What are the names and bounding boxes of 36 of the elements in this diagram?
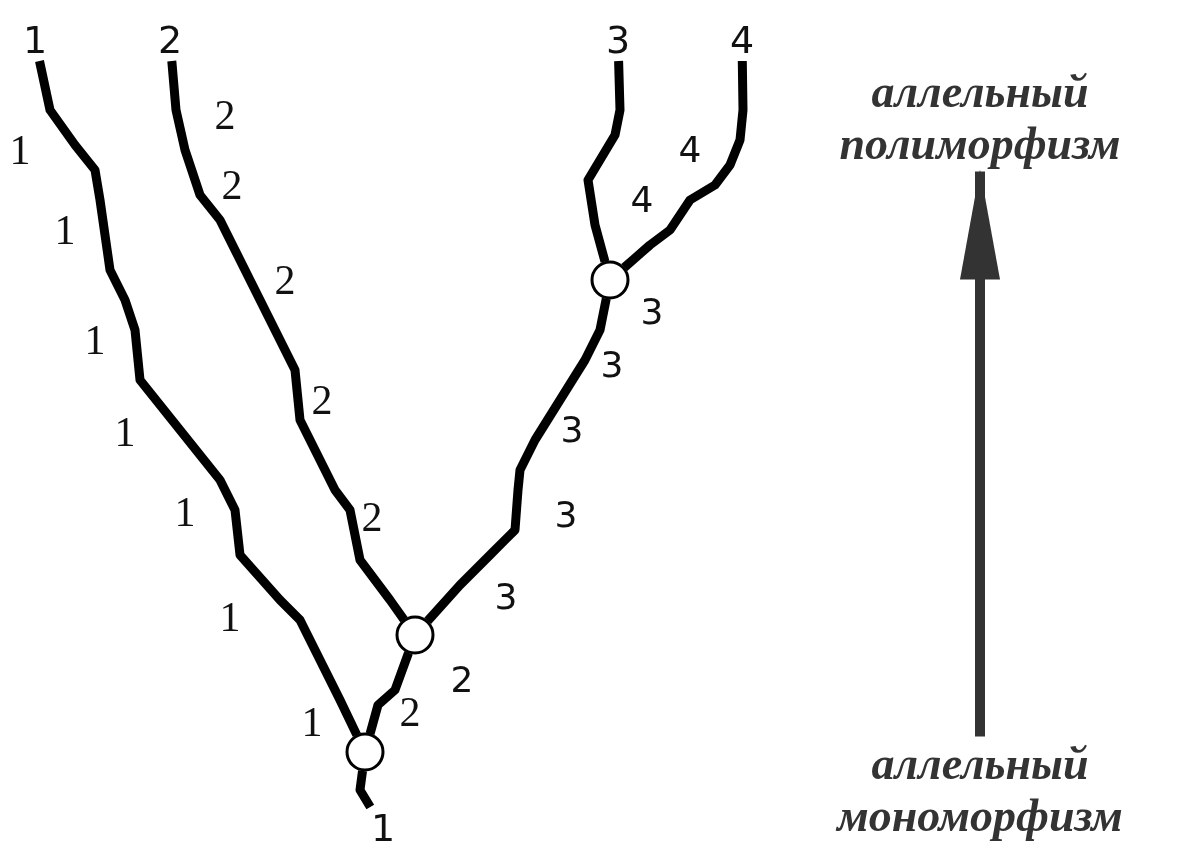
branch-line (583, 60, 625, 263)
branch-number: 1 (84, 319, 106, 361)
arrow (960, 169, 1000, 737)
branch-number: 1 (174, 491, 196, 533)
branch-number: 3 (640, 294, 664, 330)
branch-number: 1 (9, 129, 31, 171)
allele-number: 1 (370, 809, 396, 847)
allele-number: 1 (22, 21, 48, 59)
branch-number: 3 (494, 579, 518, 615)
branch-number: 1 (219, 596, 241, 638)
branch-line (355, 770, 375, 810)
branch-number: 2 (399, 691, 421, 733)
branch-number: 2 (450, 662, 474, 698)
branch-number: 3 (560, 412, 584, 448)
branch-number: 1 (114, 411, 136, 453)
branch-line (167, 60, 408, 623)
branch-number: 1 (301, 701, 323, 743)
branch-number: 1 (54, 209, 76, 251)
branch-number: 2 (221, 164, 243, 206)
branch-line (621, 60, 748, 271)
branch-line (35, 60, 361, 737)
branch-number: 4 (678, 132, 702, 168)
allele-number: 4 (729, 21, 755, 59)
branch-number: 2 (361, 496, 383, 538)
allele-number: 2 (157, 21, 183, 59)
caption-text: аллельный полиморфизм (838, 66, 1122, 170)
allele-number: 3 (605, 21, 631, 59)
branch-number: 2 (274, 259, 296, 301)
branch-number: 4 (630, 182, 654, 218)
branch-number: 3 (600, 347, 624, 383)
branch-number: 2 (311, 379, 333, 421)
branch-number: 2 (214, 94, 236, 136)
caption-text: аллельный мономорфизм (834, 738, 1124, 842)
branch-number: 3 (554, 497, 578, 533)
branch-line (424, 297, 611, 624)
branch-line (365, 651, 413, 735)
